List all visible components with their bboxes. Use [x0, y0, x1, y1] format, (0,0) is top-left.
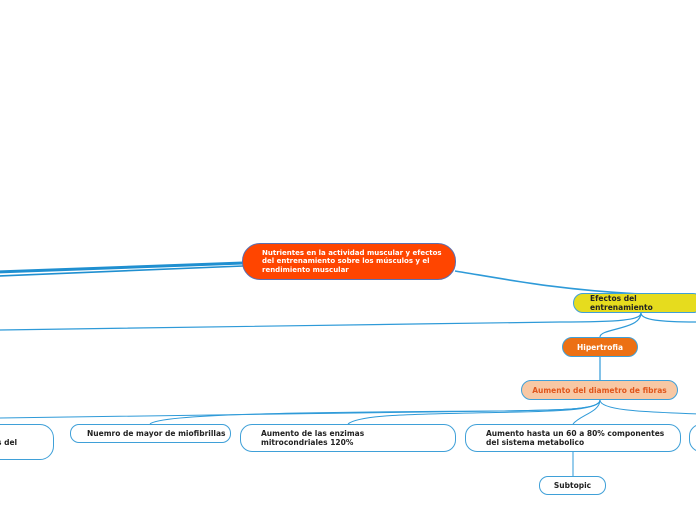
- topic-hipertrofia-label: Hipertrofia: [576, 342, 624, 352]
- subtopic-placeholder-label: Subtopic: [553, 481, 592, 490]
- connector-efectos-left: [0, 312, 642, 331]
- central-topic-label: Nutrientes en la actividad muscular y ef…: [262, 248, 442, 274]
- subtopic-miofibrillas[interactable]: Nuemro de mayor de miofibrillas: [70, 424, 231, 443]
- connector-aumento-right: [599, 399, 696, 415]
- subtopic-componentes-label: Aumento hasta un 60 a 80% componentes de…: [486, 429, 665, 447]
- connector-aumento-componentes: [572, 399, 601, 425]
- connector-efectos-hipertrofia: [599, 312, 642, 338]
- subtopic-placeholder[interactable]: Subtopic: [539, 476, 606, 495]
- subtopic-enzimas-label: Aumento de las enzimas mitrocondriales 1…: [261, 429, 365, 447]
- topic-aumento-label: Aumento del diametro de fibras: [532, 385, 667, 395]
- subtopic-left-label: s del: [0, 437, 18, 447]
- topic-aumento-diametro[interactable]: Aumento del diametro de fibras: [521, 380, 678, 400]
- topic-efectos-label: Efectos del entrenamiento: [590, 294, 653, 312]
- topic-efectos-entrenamiento[interactable]: Efectos del entrenamiento: [573, 293, 696, 313]
- central-topic[interactable]: Nutrientes en la actividad muscular y ef…: [242, 243, 456, 280]
- topic-hipertrofia[interactable]: Hipertrofia: [562, 337, 638, 357]
- subtopic-componentes[interactable]: Aumento hasta un 60 a 80% componentes de…: [465, 424, 681, 452]
- connector-efectos-right: [640, 312, 696, 323]
- subtopic-miofibrillas-label: Nuemro de mayor de miofibrillas: [87, 429, 226, 438]
- subtopic-left-partial[interactable]: s del: [0, 424, 54, 460]
- connector-central-efectos: [454, 270, 642, 295]
- connector-central-left-1: [0, 261, 244, 274]
- connector-aumento-miofibrillas: [149, 399, 601, 425]
- connector-central-left-2: [0, 265, 244, 277]
- connector-aumento-left: [0, 399, 601, 419]
- subtopic-enzimas[interactable]: Aumento de las enzimas mitrocondriales 1…: [240, 424, 456, 452]
- connector-aumento-enzimas: [347, 399, 601, 425]
